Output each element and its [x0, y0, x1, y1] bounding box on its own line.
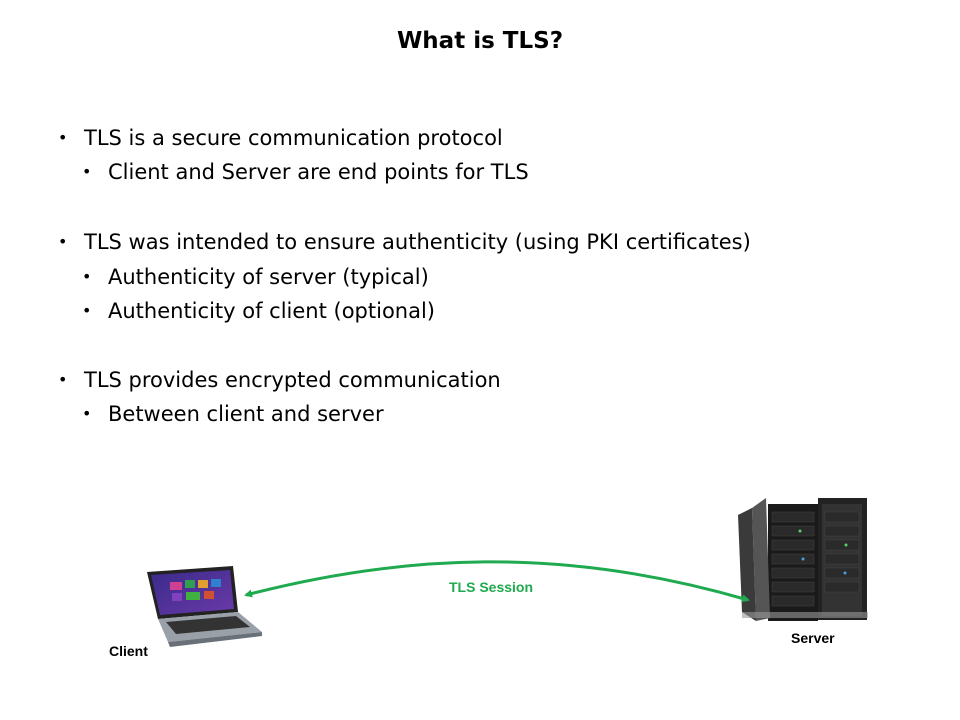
server-label: Server [791, 630, 835, 646]
laptop-icon [147, 566, 262, 647]
bullet-text: Between client and server [108, 402, 384, 426]
bullet-text: TLS provides encrypted communication [84, 368, 501, 392]
tls-session-arrow [244, 560, 750, 603]
bullet-text: Client and Server are end points for TLS [108, 160, 529, 184]
bullet-text: Authenticity of server (typical) [108, 265, 429, 289]
server-rack-icon [738, 498, 868, 621]
bullet-dot-icon: • [82, 267, 92, 286]
bullet-dot-icon: • [82, 162, 92, 181]
bullet-dot-icon: • [58, 370, 68, 389]
slide-title: What is TLS? [396, 28, 564, 54]
bullet-dot-icon: • [58, 128, 68, 147]
bullet-dot-icon: • [82, 404, 92, 423]
bullet-text: TLS is a secure communication protocol [84, 126, 503, 150]
bullet-text: Authenticity of client (optional) [108, 299, 435, 323]
bullet-text: TLS was intended to ensure authenticity … [84, 230, 751, 254]
bullet-dot-icon: • [82, 301, 92, 320]
tls-session-label: TLS Session [449, 579, 534, 595]
bullet-dot-icon: • [58, 232, 68, 251]
client-label: Client [109, 643, 148, 659]
